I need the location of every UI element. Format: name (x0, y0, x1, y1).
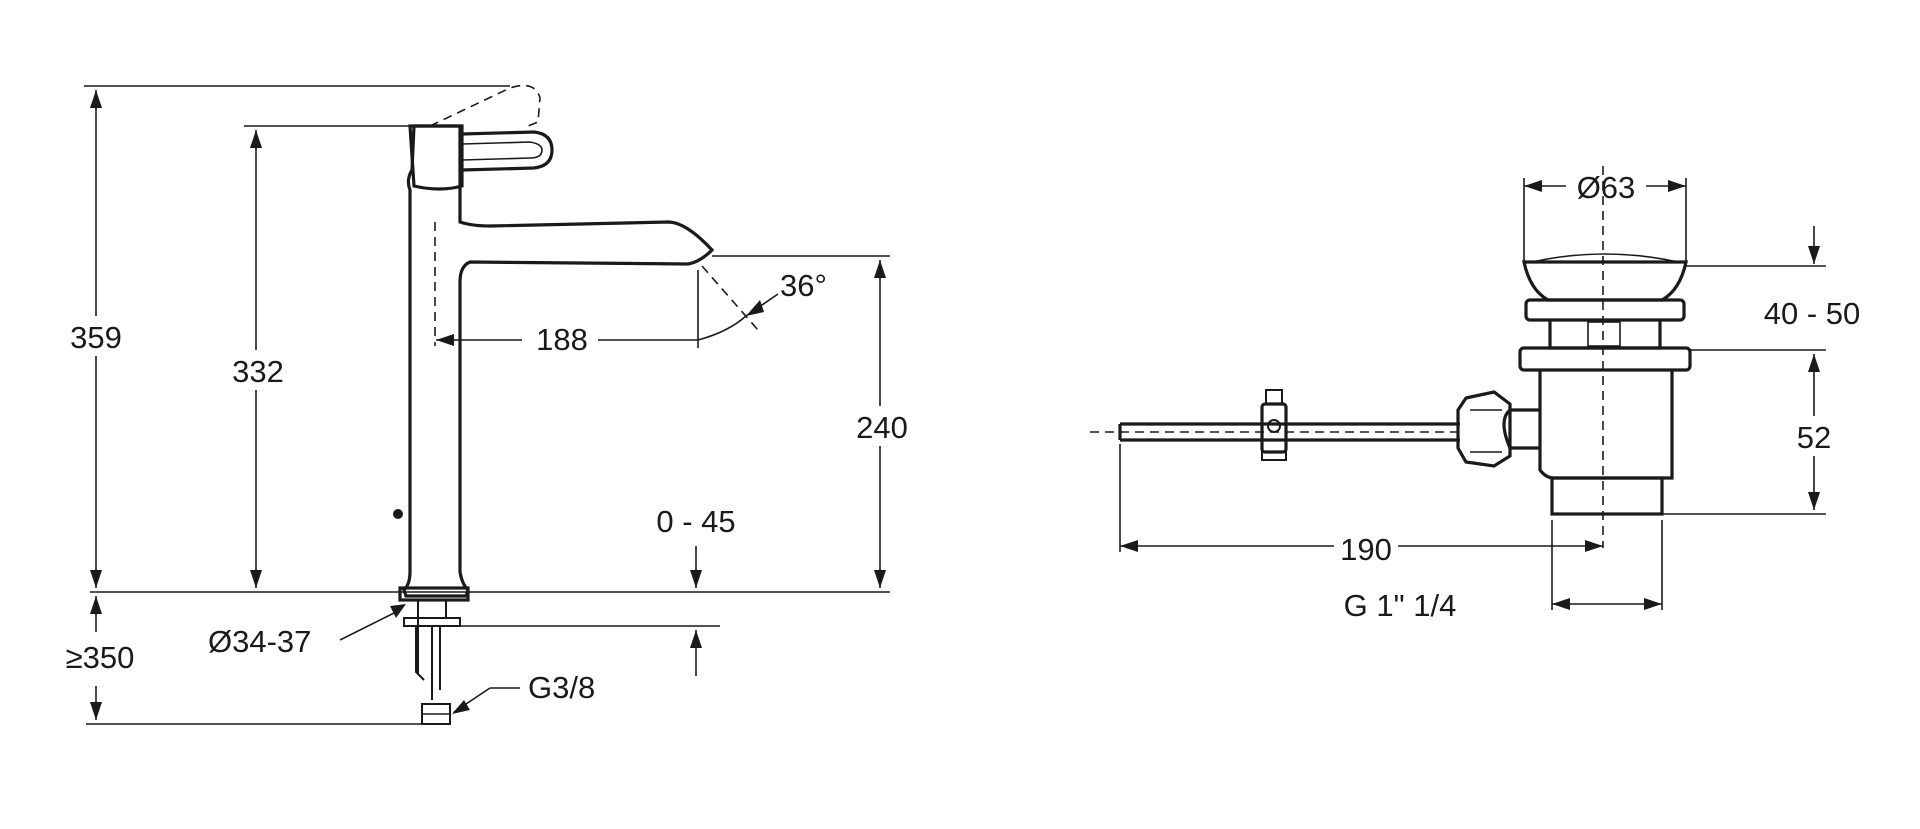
dim-below-deck-clearance: ≥350 (66, 640, 135, 675)
faucet-body-outline (402, 124, 715, 598)
dim-hole-diameter: Ø34-37 (208, 624, 311, 659)
hole-diameter-leader (339, 609, 401, 641)
mounting-shank (415, 600, 447, 700)
thread-arrow (452, 700, 470, 714)
dim-190-arrow-left (1120, 540, 1138, 552)
dim-plug-diameter: Ø63 (1577, 170, 1636, 205)
dim-spout-angle: 36° (780, 268, 827, 303)
angle-arrow (746, 300, 764, 316)
dim-height-arrow-top (1808, 246, 1820, 264)
dim-connection-thread: G3/8 (528, 670, 595, 705)
angle-arc (697, 315, 747, 341)
dim-thread-arrow-right (1644, 598, 1662, 610)
waste-plug-head (1522, 260, 1688, 302)
dim-63-arrow-right (1668, 180, 1686, 192)
faucet-drawing: 359 332 188 36° 240 0 - 45 (60, 84, 918, 725)
waste-neck (1548, 320, 1662, 350)
dim-350-arrow-top (90, 596, 102, 614)
dim-359-arrow-bottom (90, 570, 102, 588)
waste-hex-nut (1456, 390, 1512, 468)
dim-spout-reach: 188 (536, 322, 588, 357)
mounting-plate (403, 617, 461, 627)
dim-332-arrow-bottom (250, 570, 262, 588)
waste-plug-dome (1531, 253, 1679, 263)
dim-240-arrow-bottom (874, 570, 886, 588)
dim-body-arrow-bottom (1808, 492, 1820, 510)
waste-rod-clamp-top (1265, 389, 1283, 405)
dim-spout-outlet-height: 240 (856, 410, 908, 445)
waste-tail (1550, 476, 1664, 516)
dim-thread-arrow-left (1552, 598, 1570, 610)
dim-height-adjust: 40 - 50 (1764, 296, 1861, 331)
dim-deck-thickness: 0 - 45 (656, 504, 735, 539)
dim-350-arrow-bottom (90, 702, 102, 720)
faucet-popup-button (393, 509, 403, 519)
dim-deck-arrow-top (690, 570, 702, 588)
dim-rod-length: 190 (1340, 532, 1392, 567)
dim-63-arrow-left (1524, 180, 1542, 192)
dim-190-arrow-right (1585, 540, 1603, 552)
faucet-base (398, 586, 470, 602)
lever-raised-outline (429, 84, 541, 127)
dim-359-arrow-top (90, 90, 102, 108)
hole-diameter-arrow (390, 604, 406, 618)
dim-height-total: 359 (70, 320, 122, 355)
waste-body (1538, 370, 1674, 480)
dim-188-arrow-left (436, 334, 454, 346)
waste-rod-clamp (1260, 402, 1288, 454)
faucet-lever (461, 130, 554, 172)
dim-332-arrow-top (250, 130, 262, 148)
faucet-handle-cap (408, 124, 464, 191)
waste-flange (1524, 298, 1686, 322)
dim-deck-arrow-bottom (690, 630, 702, 648)
dim-240-arrow-top (874, 260, 886, 278)
waste-upper-ring (1518, 346, 1692, 372)
angle-line (701, 265, 759, 331)
dim-body-height: 52 (1797, 420, 1831, 455)
waste-window (1587, 321, 1621, 347)
waste-rod-clamp-bottom (1261, 451, 1287, 461)
dim-body-arrow-top (1808, 354, 1820, 372)
dim-height-body: 332 (232, 354, 284, 389)
waste-rod-clamp-screw (1267, 419, 1281, 433)
faucet-lever-inner (461, 141, 543, 161)
dim-thread-size: G 1" 1/4 (1344, 588, 1457, 623)
waste-drawing: Ø63 40 - 50 52 190 G 1" 1/4 (1090, 166, 1878, 623)
